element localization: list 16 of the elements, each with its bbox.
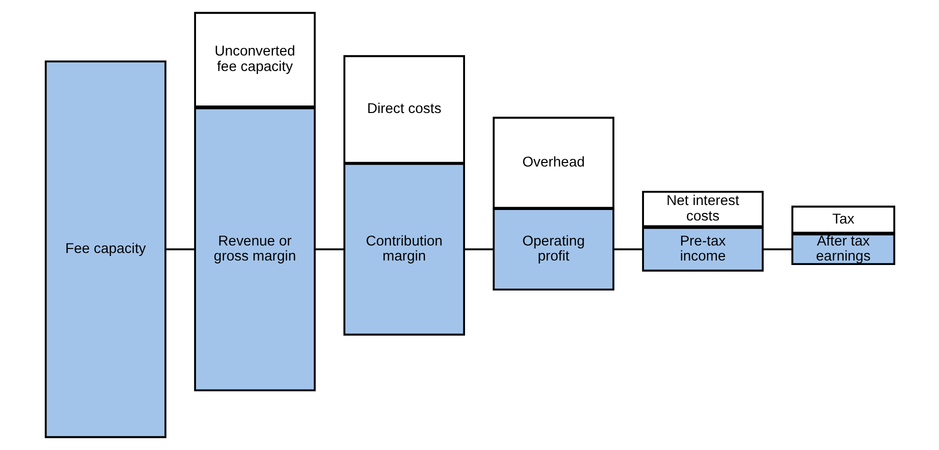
node-box: Tax <box>790 206 895 234</box>
connector <box>613 248 642 250</box>
node-box: Fee capacity <box>44 60 166 438</box>
node-box: Contribution margin <box>342 163 465 336</box>
node-box: Overhead <box>492 116 614 209</box>
node-box: After tax earnings <box>790 234 895 266</box>
node-box: Unconverted fee capacity <box>194 12 316 108</box>
connector <box>762 248 792 250</box>
node-box: Revenue or gross margin <box>194 107 316 392</box>
node-box: Direct costs <box>342 55 465 164</box>
connector <box>464 248 493 250</box>
connector <box>165 248 194 250</box>
node-box: Operating profit <box>492 208 614 291</box>
node-box: Pre-tax income <box>642 227 764 272</box>
node-box: Net interest costs <box>642 190 764 228</box>
connector <box>314 248 344 250</box>
